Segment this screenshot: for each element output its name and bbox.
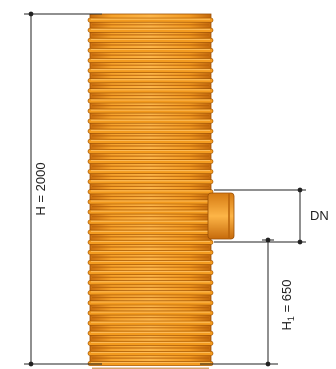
pipe-rib xyxy=(87,159,214,164)
outlet-socket xyxy=(207,192,235,240)
h1-subscript: 1 xyxy=(286,316,296,321)
dimension-h-label: H = 2000 xyxy=(33,162,48,215)
pipe-rib xyxy=(87,199,214,205)
pipe-rib xyxy=(87,290,214,296)
pipe-rib xyxy=(87,350,214,356)
pipe-rib xyxy=(87,47,214,53)
pipe-ribs xyxy=(87,17,214,369)
pipe-rib xyxy=(87,108,214,114)
pipe-rib xyxy=(87,37,214,43)
dimension-h1-label: H1 = 650 xyxy=(279,280,296,331)
pipe-rib xyxy=(87,280,214,286)
pipe-rib xyxy=(87,320,214,326)
pipe-rib xyxy=(87,250,214,255)
pipe-rib xyxy=(87,219,214,225)
pipe-rib xyxy=(87,17,214,23)
pipe-rib xyxy=(87,128,214,134)
pipe-rib xyxy=(87,27,214,33)
pipe-rib xyxy=(87,179,214,185)
pipe-rib xyxy=(87,229,214,235)
pipe-rib xyxy=(87,78,214,84)
h1-letter: H xyxy=(279,321,294,330)
side-outlet xyxy=(207,192,235,240)
pipe-rib xyxy=(87,118,214,124)
pipe-rib xyxy=(87,58,214,63)
corrugated-pipe xyxy=(87,13,214,369)
pipe-rib xyxy=(87,330,214,336)
dimension-dn xyxy=(214,187,306,245)
h1-value: = 650 xyxy=(279,280,294,317)
pipe-rib xyxy=(87,361,214,366)
pipe-rib xyxy=(87,340,214,346)
pipe-rib xyxy=(87,68,214,73)
pipe-rib xyxy=(87,239,214,245)
pipe-rib xyxy=(87,169,214,174)
dimension-h1 xyxy=(200,237,278,367)
pipe-rib xyxy=(87,149,214,154)
pipe-rib xyxy=(87,300,214,306)
pipe-rib xyxy=(87,209,214,215)
pipe-rib xyxy=(87,189,214,195)
dimension-dn-label: DN xyxy=(310,208,329,223)
dimension-h xyxy=(24,11,102,367)
pipe-rib xyxy=(87,310,214,316)
pipe-rib xyxy=(87,88,214,94)
pipe-rib xyxy=(87,270,214,275)
pipe-rib xyxy=(87,138,214,144)
pipe-rib xyxy=(87,260,214,265)
pipe-rib xyxy=(87,98,214,104)
